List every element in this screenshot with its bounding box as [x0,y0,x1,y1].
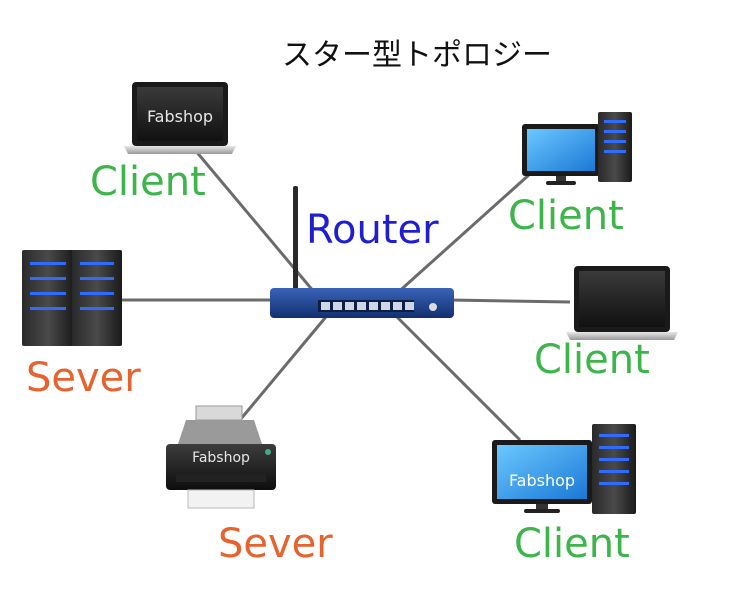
router-icon [270,186,454,318]
cable-laptop-right [449,298,571,304]
cable-desktop-top-right [393,163,542,297]
cable-laptop-top-left [193,149,327,306]
laptop-top-left-icon: Fabshop [124,82,236,154]
client-label-top-left: Client [90,159,206,205]
diagram-title: スター型トポロジー [282,38,552,73]
desktop-top-right-icon [522,112,632,185]
client-label-bottom-right: Client [514,521,630,567]
cable-desktop-bottom-right [393,313,522,442]
printer-body-text: Fabshop [192,450,250,466]
client-label-right: Client [534,337,650,383]
server-left-icon [22,250,122,346]
server-label-bottom: Sever [218,521,333,567]
server-label-left: Sever [26,355,141,401]
laptop-right-icon [566,266,678,340]
laptop-top-left-screen-text: Fabshop [147,107,213,126]
desktop-bottom-right-screen-text: Fabshop [509,471,575,490]
printer-icon: Fabshop [166,405,276,509]
client-label-top-right: Client [508,193,624,239]
cables [120,149,571,442]
cable-printer [238,311,332,421]
desktop-bottom-right-icon: Fabshop [492,424,636,514]
router-label: Router [306,207,439,253]
